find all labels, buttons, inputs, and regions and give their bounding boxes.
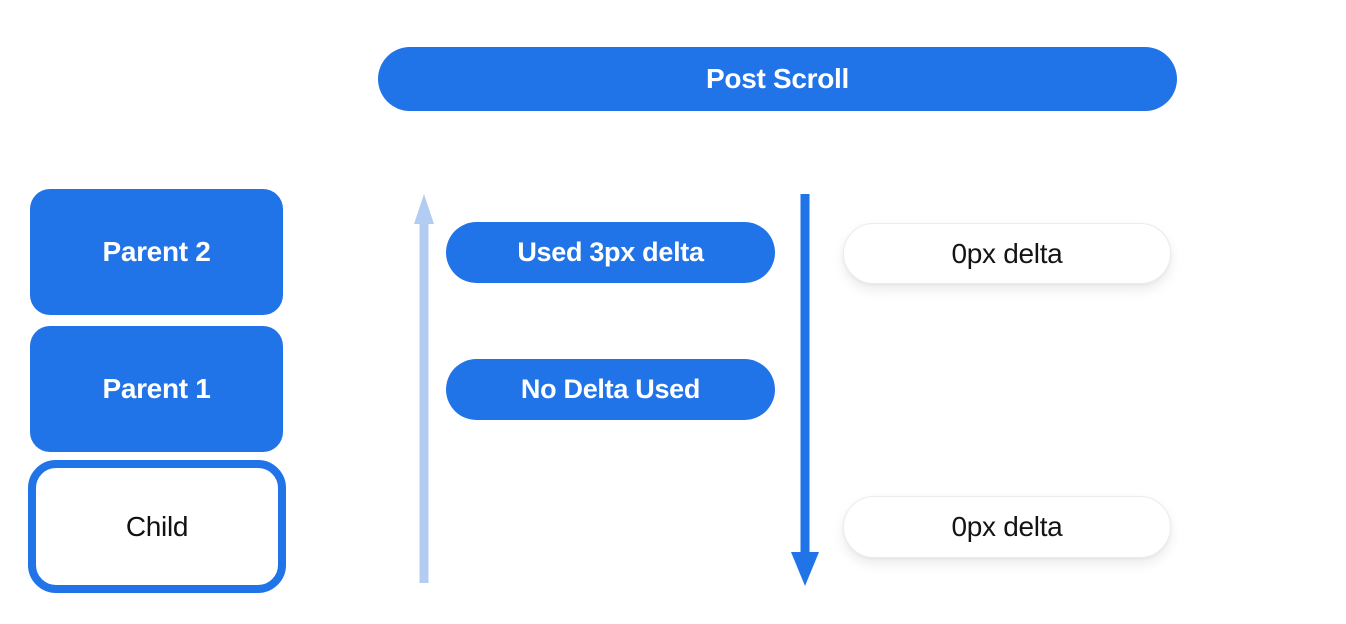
up-arrow-line: [419, 218, 429, 583]
post-scroll-banner: Post Scroll: [378, 47, 1177, 111]
zero-delta-top-label: 0px delta: [843, 223, 1171, 284]
parent-1-box: Parent 1: [30, 326, 283, 452]
up-arrow-icon: [414, 194, 434, 583]
used-delta-label: Used 3px delta: [446, 222, 775, 283]
down-arrow-line: [800, 194, 810, 558]
down-arrow-head: [791, 552, 819, 586]
child-box: Child: [28, 460, 286, 593]
up-arrow-head: [414, 194, 434, 224]
zero-delta-bottom-label: 0px delta: [843, 496, 1171, 558]
parent-2-box: Parent 2: [30, 189, 283, 315]
no-delta-used-label: No Delta Used: [446, 359, 775, 420]
down-arrow-icon: [791, 194, 819, 586]
